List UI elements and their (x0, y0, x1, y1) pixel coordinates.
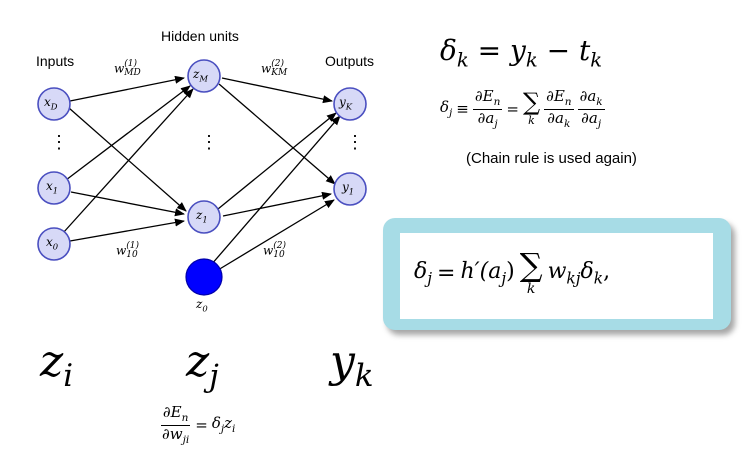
node-z0-bias (185, 258, 223, 296)
edge-z0-yK (210, 115, 341, 266)
ellipsis-inputs: ⋮ (50, 132, 68, 153)
equation-delta-k: δk = yk − tk (440, 34, 603, 72)
weight-label-w10-layer1: w(1)10 (116, 241, 140, 260)
label-x1: x1 (46, 179, 59, 196)
backprop-formula-inner: δj = h′(aj) ∑k wkjδk, (400, 233, 713, 319)
edge-x1-z1 (70, 191, 185, 217)
label-xD: xD (44, 95, 58, 112)
node-x1 (37, 171, 71, 205)
outputs-title: Outputs (325, 53, 375, 69)
equation-delta-j-definition: δj ≡ ∂En∂aj = ∑k ∂En∂ak ∂ak∂aj (440, 87, 605, 130)
label-x0: x0 (46, 235, 59, 252)
label-zM: zM (193, 67, 208, 84)
label-y1: y1 (342, 180, 355, 197)
node-xD (37, 87, 71, 121)
big-label-zi: zi (40, 336, 74, 394)
edge-z0-y1 (217, 199, 335, 271)
node-z1 (187, 200, 221, 234)
edge-x0-zM (62, 88, 194, 234)
chain-rule-note: (Chain rule is used again) (466, 150, 637, 167)
backprop-formula-panel: δj = h′(aj) ∑k wkjδk, (383, 218, 731, 330)
node-y1 (333, 172, 367, 206)
label-z1: z1 (196, 208, 208, 225)
hidden-units-title: Hidden units (161, 28, 239, 44)
node-yK (333, 87, 367, 121)
node-x0 (37, 227, 71, 261)
edge-x0-z1 (69, 218, 185, 242)
edge-xD-z1 (68, 107, 187, 212)
edge-zM-y1 (218, 83, 336, 185)
edge-zM-yK (221, 77, 333, 104)
label-yK: yK (339, 95, 353, 112)
label-z0: z0 (196, 297, 208, 314)
equation-gradient: ∂En∂wji = δjzi (160, 403, 236, 446)
ellipsis-hidden: ⋮ (200, 132, 218, 153)
inputs-title: Inputs (36, 53, 75, 69)
weight-label-wKM: w(2)KM (261, 59, 288, 78)
equation-backprop: δj = h′(aj) ∑k wkjδk, (414, 246, 611, 297)
big-label-yk: yk (330, 336, 374, 394)
edge-z1-y1 (222, 191, 332, 217)
edge-z1-yK (217, 112, 337, 210)
node-zM (187, 59, 221, 93)
weight-label-wMD: w(1)MD (114, 59, 141, 78)
edge-x1-zM (65, 85, 191, 181)
weight-label-w10-layer2: w(2)10 (263, 241, 287, 260)
ellipsis-outputs: ⋮ (346, 132, 364, 153)
big-label-zj: zj (186, 336, 219, 394)
edge-xD-zM (69, 75, 185, 102)
